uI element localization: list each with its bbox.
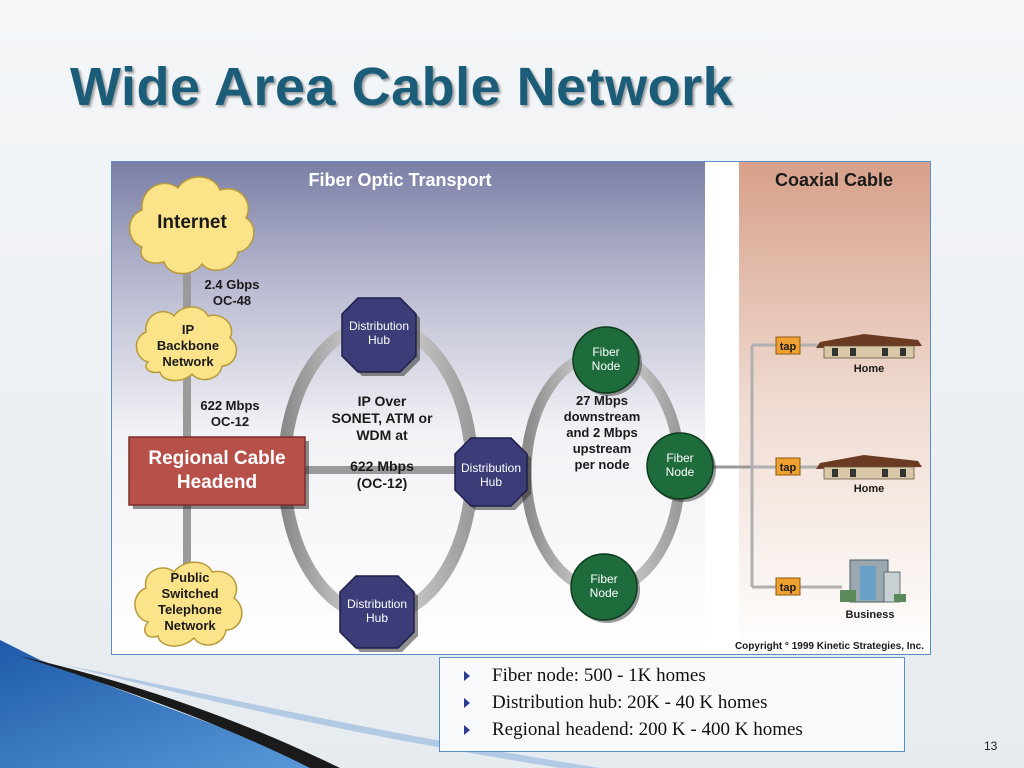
ip-backbone-line1: IP — [182, 322, 195, 337]
node-text-4: upstream — [573, 441, 632, 456]
bullet-arrow-icon — [464, 671, 470, 681]
pstn-line3: Telephone — [158, 602, 222, 617]
bullet-text: Regional headend: 200 K - 400 K homes — [492, 719, 803, 740]
home-label-2: Home — [854, 483, 885, 495]
node-text-3: and 2 Mbps — [566, 425, 638, 440]
hub-bottom-line2: Hub — [366, 611, 388, 625]
link-mid-speed: 622 Mbps — [200, 398, 259, 413]
business-label: Business — [846, 609, 895, 621]
coax-section-band — [739, 162, 930, 654]
headend-line1: Regional Cable — [148, 448, 285, 469]
tap-home-2: tap — [775, 457, 801, 476]
bullet-item: Regional headend: 200 K - 400 K homes — [464, 716, 904, 743]
headend-line2: Headend — [177, 472, 257, 493]
fn-bottom-line1: Fiber — [590, 572, 617, 586]
slide-title: Wide Area Cable Network — [70, 57, 734, 117]
fn-right-line2: Node — [666, 465, 695, 479]
tap-label-3: tap — [780, 582, 797, 594]
bullet-item: Fiber node: 500 - 1K homes — [464, 662, 904, 689]
bullet-text: Distribution hub: 20K - 40 K homes — [492, 692, 768, 713]
distribution-hub-top: Distribution Hub — [341, 297, 420, 376]
node-text-5: per node — [575, 457, 630, 472]
ip-backbone-line2: Backbone — [157, 338, 219, 353]
decorative-swoosh — [0, 640, 600, 768]
tap-label-1: tap — [780, 341, 797, 353]
tap-business: tap — [775, 577, 801, 596]
pstn-line4: Network — [164, 618, 216, 633]
cable-network-diagram: Fiber Optic Transport Coaxial Cable Inte… — [111, 161, 931, 655]
distribution-hub-bottom: Distribution Hub — [339, 575, 418, 652]
pstn-line1: Public — [170, 570, 209, 585]
bullet-list: Fiber node: 500 - 1K homes Distribution … — [439, 657, 905, 752]
node-ring-description: 27 Mbps downstream and 2 Mbps upstream p… — [564, 393, 641, 472]
bullet-arrow-icon — [464, 725, 470, 735]
fn-top-line2: Node — [592, 359, 621, 373]
hub-top-line2: Hub — [368, 333, 390, 347]
internet-cloud: Internet — [128, 176, 255, 275]
ip-backbone-cloud: IP Backbone Network — [135, 306, 238, 382]
page-number: 13 — [984, 739, 998, 753]
bullet-arrow-icon — [464, 698, 470, 708]
pstn-cloud: Public Switched Telephone Network — [134, 561, 243, 647]
ring-text-2: SONET, ATM or — [331, 410, 433, 426]
fn-right-line1: Fiber — [666, 451, 693, 465]
bullet-item: Distribution hub: 20K - 40 K homes — [464, 689, 904, 716]
bullet-text: Fiber node: 500 - 1K homes — [492, 665, 706, 686]
link-mid-type: OC-12 — [211, 414, 249, 429]
tap-label-2: tap — [780, 462, 797, 474]
home-label-1: Home — [854, 363, 885, 375]
link-top-speed: 2.4 Gbps — [205, 277, 260, 292]
copyright-text: Copyright ° 1999 Kinetic Strategies, Inc… — [735, 641, 924, 652]
ip-backbone-line3: Network — [162, 354, 214, 369]
fiber-node-bottom: Fiber Node — [570, 553, 640, 623]
regional-headend-box: Regional Cable Headend — [128, 436, 309, 509]
node-text-1: 27 Mbps — [576, 393, 628, 408]
pstn-line2: Switched — [161, 586, 218, 601]
node-text-2: downstream — [564, 409, 641, 424]
hub-top-line1: Distribution — [349, 319, 409, 333]
internet-label: Internet — [157, 212, 227, 233]
fiber-section-heading: Fiber Optic Transport — [308, 170, 491, 190]
fn-bottom-line2: Node — [590, 586, 619, 600]
business-building-icon — [840, 559, 906, 603]
link-top-type: OC-48 — [213, 293, 251, 308]
fiber-node-right: Fiber Node — [646, 432, 716, 502]
hub-mid-line2: Hub — [480, 475, 502, 489]
distribution-hub-middle: Distribution Hub — [454, 437, 531, 510]
ring-text-3: WDM at — [356, 427, 408, 443]
tap-home-1: tap — [775, 336, 801, 355]
ring-description: IP Over SONET, ATM or WDM at 622 Mbps (O… — [331, 393, 433, 491]
coax-section-heading: Coaxial Cable — [775, 170, 893, 190]
ring-text-5: 622 Mbps — [350, 458, 414, 474]
fiber-node-top: Fiber Node — [572, 326, 642, 396]
fn-top-line1: Fiber — [592, 345, 619, 359]
hub-bottom-line1: Distribution — [347, 597, 407, 611]
home-icon — [816, 334, 922, 359]
ring-text-1: IP Over — [358, 393, 407, 409]
home-icon — [816, 455, 922, 480]
ring-text-6: (OC-12) — [357, 475, 408, 491]
hub-mid-line1: Distribution — [461, 461, 521, 475]
